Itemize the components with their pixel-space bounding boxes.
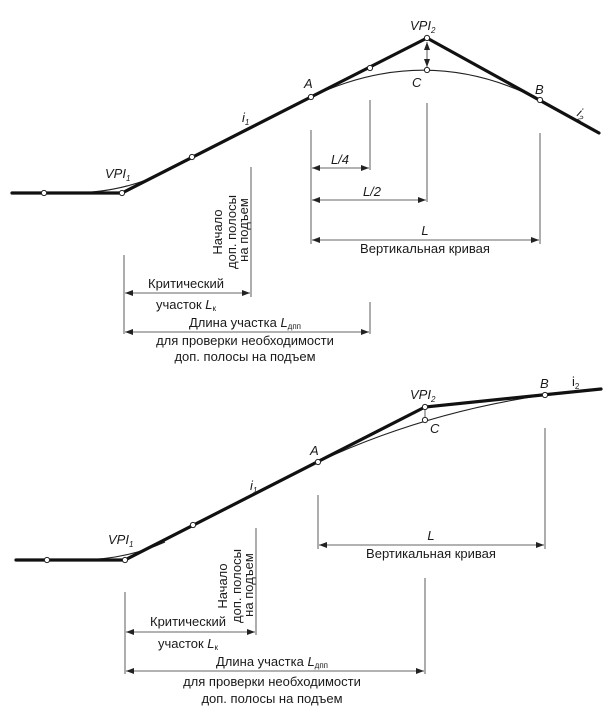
lane-start-line-1: Начало bbox=[210, 209, 225, 254]
lane-start-line-2: доп. полосы bbox=[224, 195, 239, 269]
lane-start-label: Начало доп. полосы на подъем bbox=[215, 549, 256, 623]
i1-label: i1 bbox=[242, 110, 249, 127]
length-label-2: для проверки необходимости bbox=[183, 674, 361, 689]
l2-label: L/2 bbox=[363, 184, 382, 199]
grade-line bbox=[14, 387, 603, 562]
vertical-curve bbox=[317, 394, 546, 463]
l-label: L bbox=[427, 528, 434, 543]
node bbox=[188, 153, 196, 161]
point-b-node bbox=[536, 96, 544, 104]
point-a-label: A bbox=[303, 76, 313, 91]
lane-start-line-3: на подъем bbox=[236, 198, 251, 262]
vpi1-label: VPI1 bbox=[105, 166, 130, 183]
lane-start-line-2: доп. полосы bbox=[229, 549, 244, 623]
lane-start-line-3: на подъем bbox=[241, 553, 256, 617]
point-c-node bbox=[421, 416, 429, 424]
node bbox=[40, 189, 48, 197]
length-label-2: для проверки необходимости bbox=[156, 333, 334, 348]
vpi2-node bbox=[423, 34, 431, 42]
vpi1-node bbox=[118, 189, 126, 197]
length-label-1: Длина участка Lдпп bbox=[216, 654, 328, 670]
length-label-3: доп. полосы на подъем bbox=[174, 349, 315, 364]
vertical-curve bbox=[310, 69, 541, 101]
i2-label: i2 bbox=[572, 374, 580, 391]
vpi2-node bbox=[421, 403, 429, 411]
l4-label: L/4 bbox=[331, 152, 349, 167]
i1-label: i1 bbox=[250, 478, 257, 495]
length-label-1: Длина участка Lдпп bbox=[189, 315, 301, 331]
crest-curve-diagram: VPI2 A C B i1 i2 VPI1 L/4 L/2 L Вертикал… bbox=[10, 18, 601, 364]
critical-label-2: участок Lк bbox=[158, 636, 219, 652]
node bbox=[43, 556, 51, 564]
vpi1-label: VPI1 bbox=[108, 532, 133, 549]
grade-line bbox=[10, 36, 601, 195]
point-c-label: C bbox=[430, 421, 440, 436]
point-c-node bbox=[423, 66, 431, 74]
point-a-label: A bbox=[309, 443, 319, 458]
sag-transition-diagram: VPI2 C A B i2 i1 VPI1 L Вертикальная кри… bbox=[14, 374, 603, 706]
critical-label-1: Критический bbox=[148, 276, 224, 291]
point-a-node bbox=[307, 93, 315, 101]
critical-label-1: Критический bbox=[150, 614, 226, 629]
vpi1-node bbox=[121, 556, 129, 564]
i2-label: i2 bbox=[574, 105, 589, 124]
lane-start-label: Начало доп. полосы на подъем bbox=[210, 195, 251, 269]
critical-label-2: участок Lк bbox=[156, 297, 217, 313]
vertical-curve-label: Вертикальная кривая bbox=[360, 241, 490, 256]
point-c-label: C bbox=[412, 75, 422, 90]
vertical-curve-label: Вертикальная кривая bbox=[366, 546, 496, 561]
lane-start-line-1: Начало bbox=[215, 563, 230, 608]
vpi2-label: VPI2 bbox=[410, 387, 436, 404]
node bbox=[189, 521, 197, 529]
point-b-label: B bbox=[535, 82, 544, 97]
length-label-3: доп. полосы на подъем bbox=[201, 691, 342, 706]
point-a-node bbox=[314, 458, 322, 466]
point-b-label: B bbox=[540, 376, 549, 391]
l-label: L bbox=[421, 223, 428, 238]
node bbox=[366, 64, 374, 72]
point-b-node bbox=[541, 391, 549, 399]
vpi2-label: VPI2 bbox=[410, 18, 436, 35]
